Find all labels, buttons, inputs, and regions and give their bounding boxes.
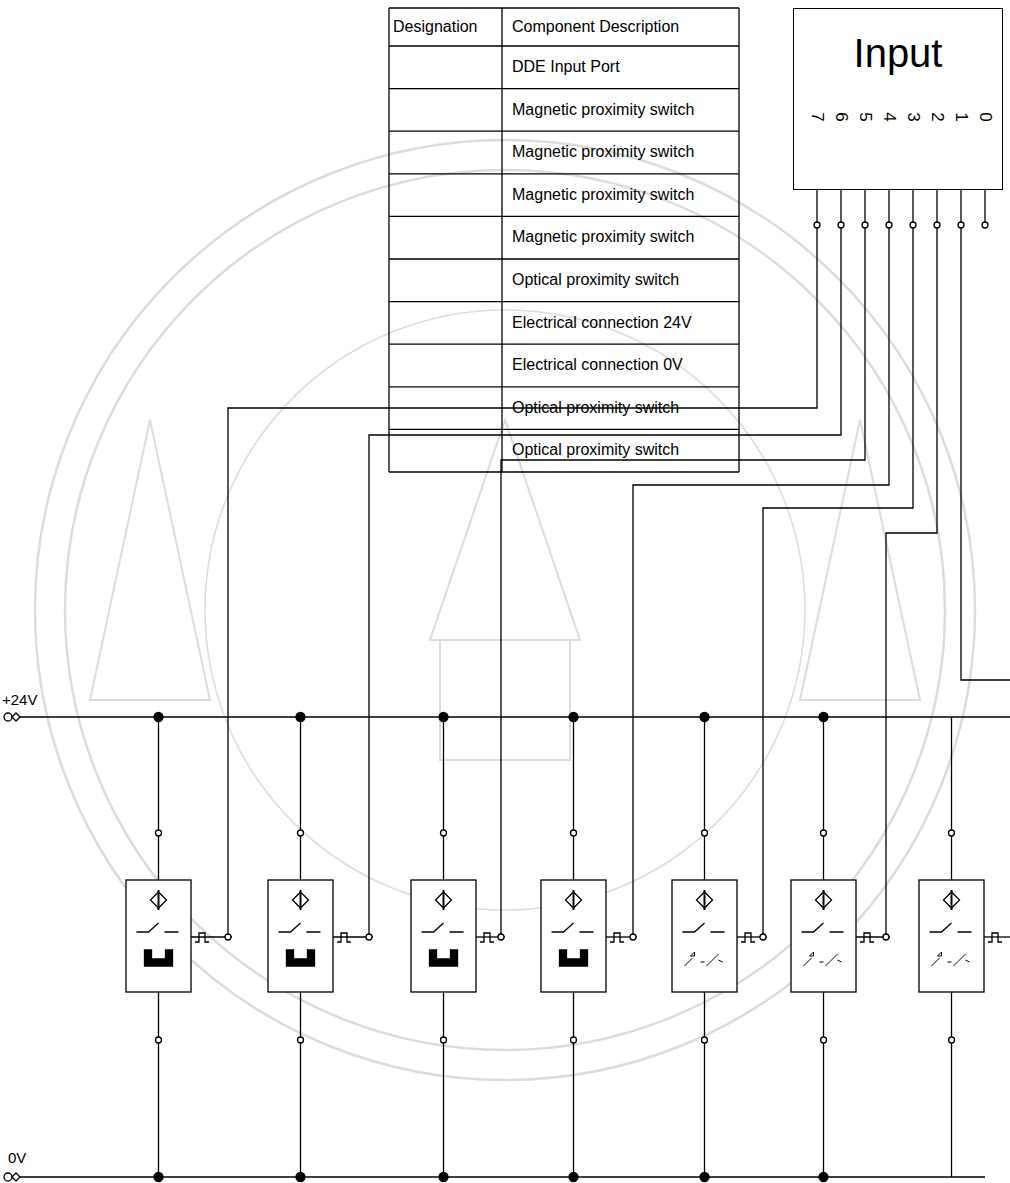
table-cell: Optical proximity switch xyxy=(512,429,679,472)
power-rails xyxy=(4,713,1010,1181)
pin-number: 6 xyxy=(832,112,850,121)
input-port-box: Input xyxy=(793,8,1003,190)
table-cell: Optical proximity switch xyxy=(512,259,679,302)
signal-wires xyxy=(228,190,1010,934)
pin-number: 5 xyxy=(856,112,874,121)
pin-number: 2 xyxy=(928,112,946,121)
magnetic-sensor-symbol xyxy=(541,713,637,1182)
magnetic-sensor-symbol xyxy=(411,713,505,1182)
table-header: Designation xyxy=(393,8,478,46)
table-cell: DDE Input Port xyxy=(512,46,620,89)
table-cell: Electrical connection 24V xyxy=(512,302,692,345)
pin-number: 0 xyxy=(976,112,994,121)
pin-number: 4 xyxy=(880,112,898,121)
table-cell: Magnetic proximity switch xyxy=(512,174,694,217)
table-cell: Magnetic proximity switch xyxy=(512,89,694,132)
port-title: Input xyxy=(854,9,943,75)
table-header: Component Description xyxy=(512,8,679,46)
component-table-grid xyxy=(389,8,739,472)
table-cell: Electrical connection 0V xyxy=(512,344,683,387)
table-cell: Magnetic proximity switch xyxy=(512,131,694,174)
optical-sensor-symbol xyxy=(919,717,1010,1177)
table-cell: Optical proximity switch xyxy=(512,387,679,430)
table-cell: Magnetic proximity switch xyxy=(512,216,694,259)
rail-label: 0V xyxy=(8,1146,26,1170)
magnetic-sensor-symbol xyxy=(268,713,373,1182)
optical-sensor-symbol xyxy=(672,713,767,1182)
pin-number: 7 xyxy=(808,112,826,121)
pin-number: 3 xyxy=(904,112,922,121)
optical-sensor-symbol xyxy=(791,713,890,1182)
pin-number: 1 xyxy=(952,112,970,121)
watermark-seal xyxy=(35,140,975,1080)
rail-label: +24V xyxy=(2,688,37,712)
magnetic-sensor-symbol xyxy=(126,713,232,1182)
